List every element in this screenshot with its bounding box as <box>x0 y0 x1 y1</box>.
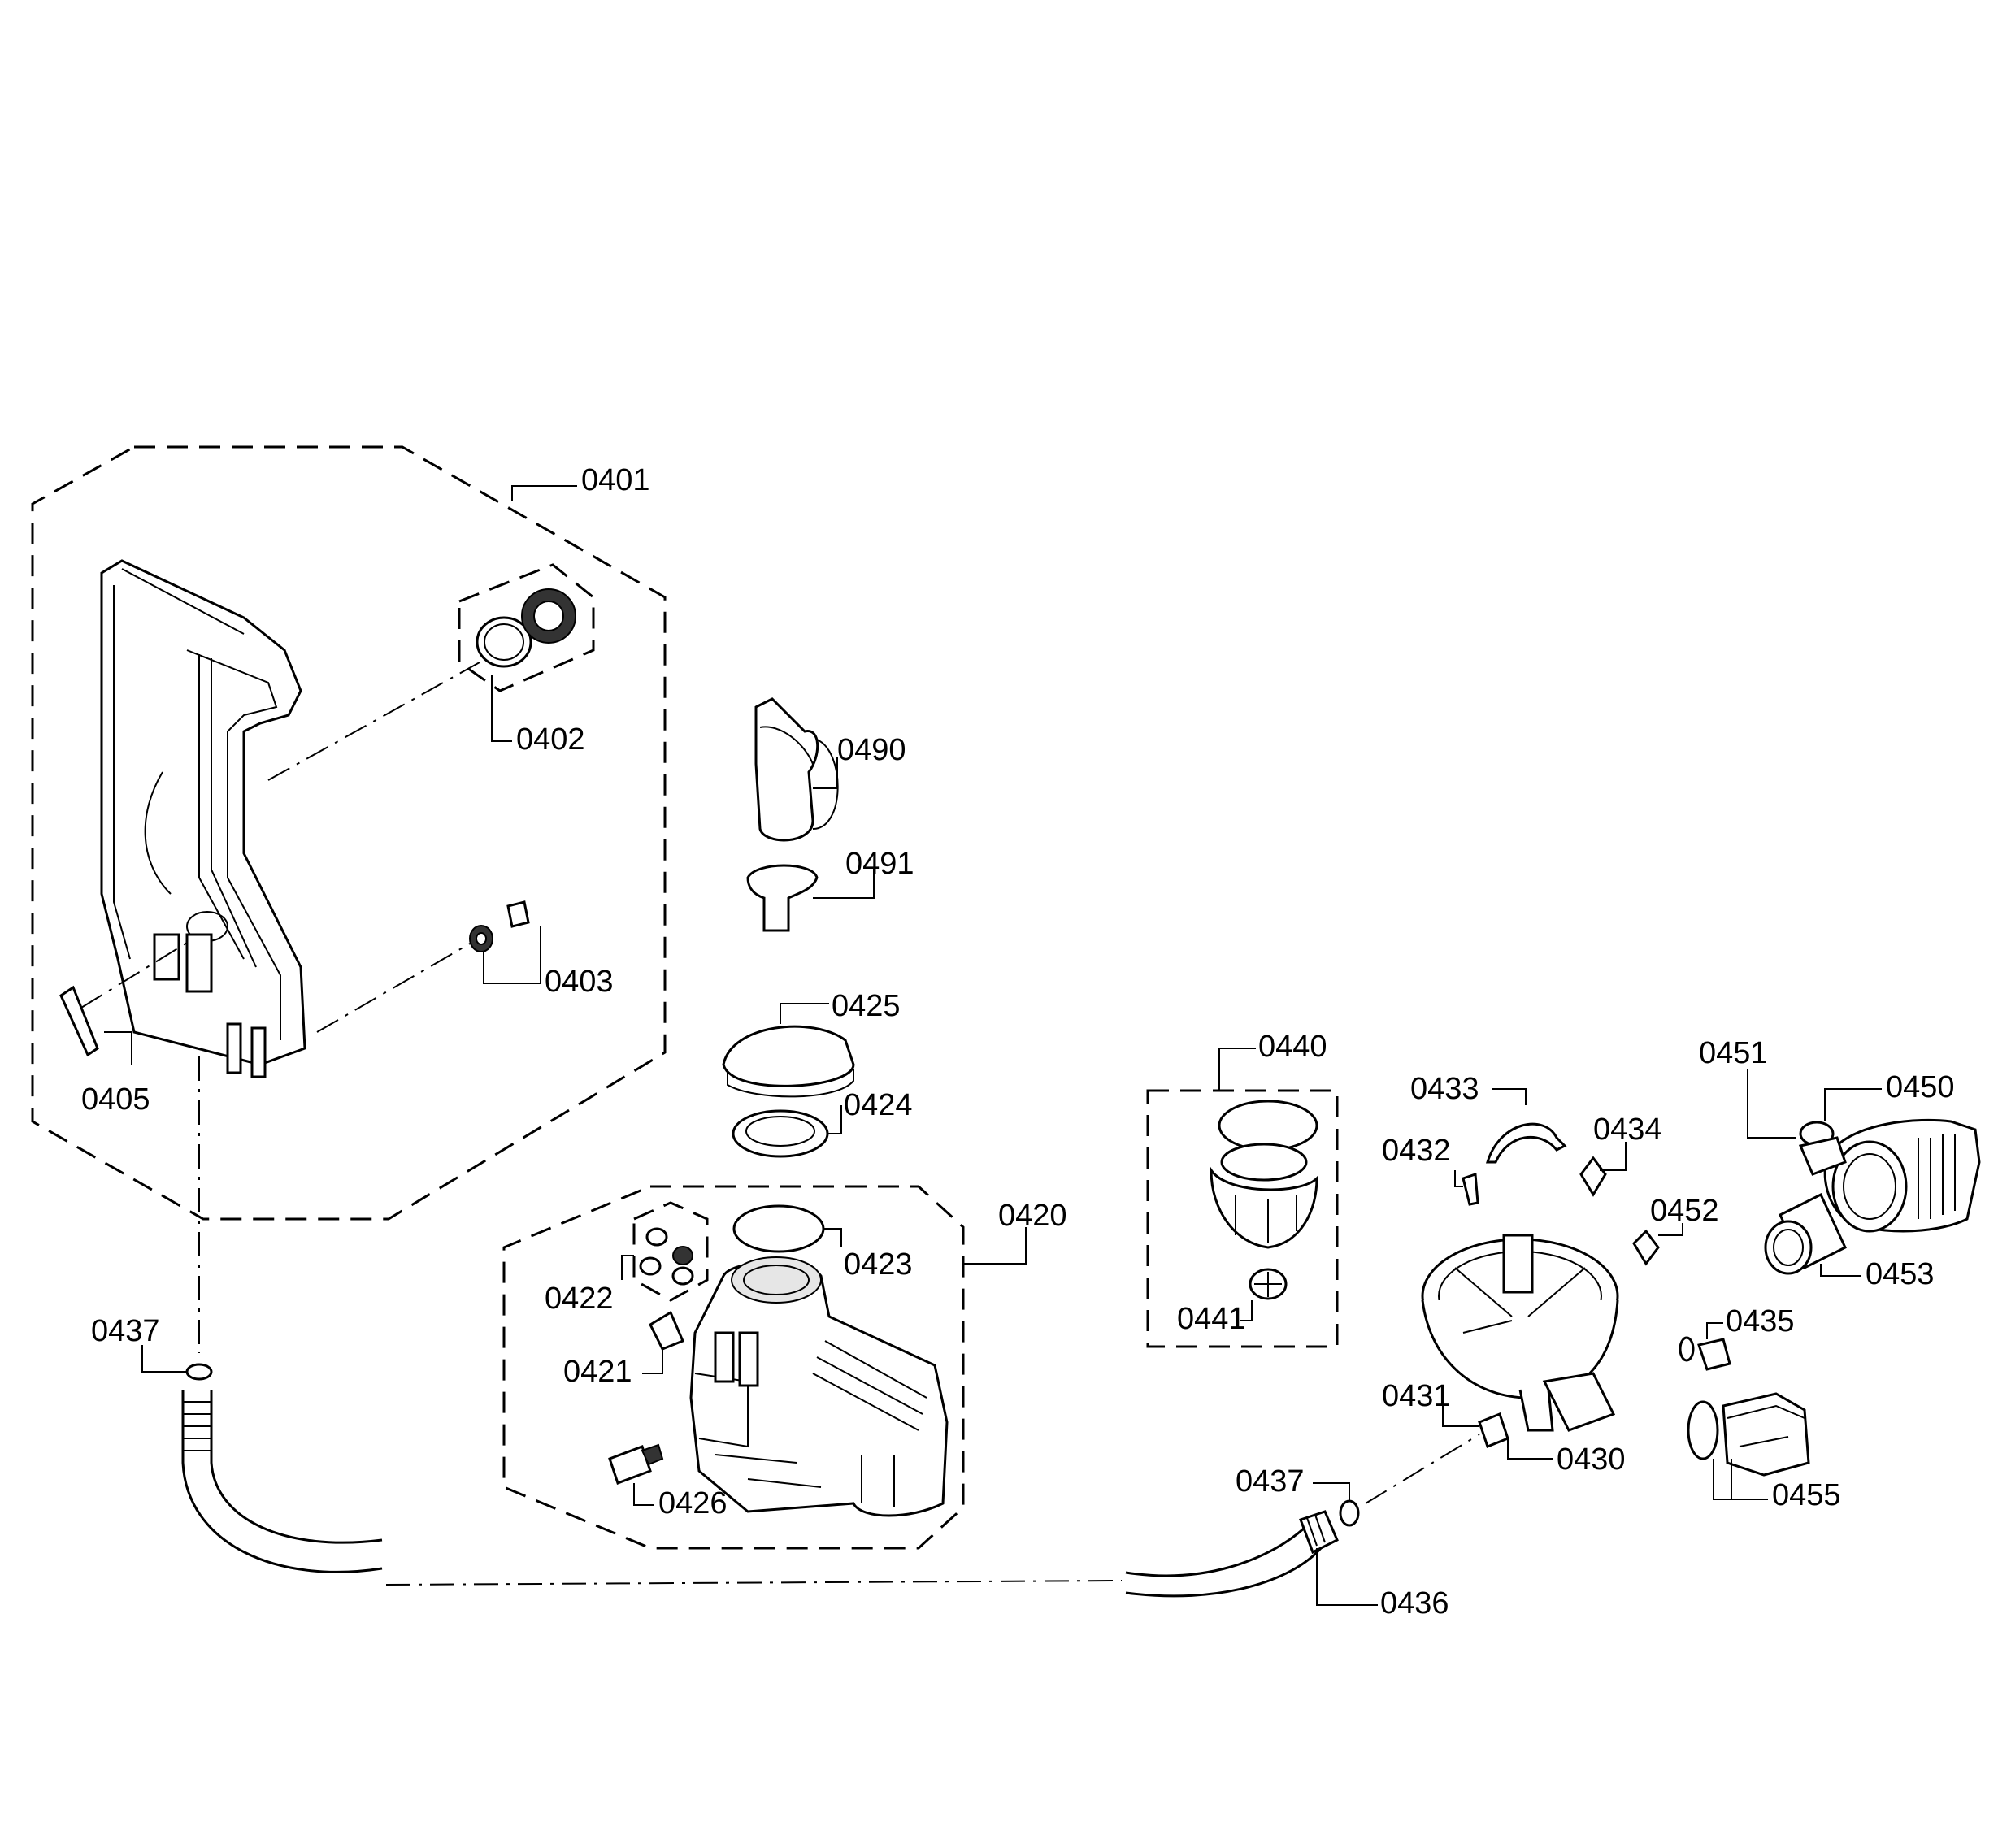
drain-pump-0455 <box>1722 1392 1810 1477</box>
funnel-0490 <box>754 697 819 842</box>
leader-dashdot-0402 <box>267 662 480 781</box>
inlet-0453 <box>1764 1192 1847 1275</box>
label-0452: 0452 <box>1650 1194 1719 1228</box>
oring-0437-left <box>185 1363 213 1381</box>
hose-right <box>1125 1510 1339 1598</box>
fitting-0431 <box>1478 1412 1509 1448</box>
label-0401: 0401 <box>581 463 650 497</box>
label-0420: 0420 <box>998 1199 1067 1233</box>
clip-0433 <box>1485 1122 1567 1164</box>
sensor-0426 <box>608 1445 652 1485</box>
leader-dashdot-0403 <box>316 942 472 1033</box>
group-0401-outline <box>31 445 667 1221</box>
housing-0440 <box>1210 1166 1318 1249</box>
label-0433: 0433 <box>1410 1072 1479 1106</box>
label-0437-left: 0437 <box>91 1314 160 1348</box>
screw-0432 <box>1462 1172 1479 1206</box>
label-0437-right: 0437 <box>1236 1464 1305 1499</box>
label-0491: 0491 <box>845 847 914 881</box>
label-0431: 0431 <box>1382 1379 1451 1413</box>
label-0453: 0453 <box>1866 1257 1935 1291</box>
valve-0435 <box>1697 1338 1731 1371</box>
label-0423: 0423 <box>844 1247 913 1282</box>
hose-left <box>181 1390 383 1573</box>
oring-0437-right <box>1339 1499 1360 1527</box>
label-0435: 0435 <box>1726 1304 1795 1338</box>
seal-0435 <box>1679 1336 1695 1362</box>
clip-0434 <box>1579 1156 1607 1197</box>
label-0425: 0425 <box>832 989 901 1023</box>
leader-dashdot-bottom <box>385 1580 1123 1586</box>
label-0440: 0440 <box>1258 1030 1327 1064</box>
label-0436: 0436 <box>1380 1586 1449 1620</box>
label-0424: 0424 <box>844 1088 913 1122</box>
leader-dashdot-0405 <box>80 942 188 1009</box>
label-0434: 0434 <box>1593 1113 1662 1147</box>
label-0450: 0450 <box>1886 1070 1955 1104</box>
label-0441: 0441 <box>1177 1302 1246 1336</box>
clip-0421 <box>649 1310 684 1351</box>
cover-0425 <box>722 1025 855 1087</box>
label-0490: 0490 <box>837 733 906 767</box>
leader-dashdot-0431 <box>1365 1434 1480 1504</box>
group-0402-outline <box>458 563 595 692</box>
heater-assembly <box>689 1256 949 1517</box>
label-0405: 0405 <box>81 1082 150 1117</box>
label-0455: 0455 <box>1772 1478 1841 1512</box>
cap-0491 <box>746 864 819 932</box>
clip-0405 <box>59 985 99 1057</box>
clip-0452 <box>1632 1229 1660 1266</box>
pump-housing-0430 <box>1421 1234 1619 1432</box>
group-0440-outline <box>1146 1089 1339 1348</box>
valve-0403-b <box>506 900 530 928</box>
label-0426: 0426 <box>658 1486 728 1520</box>
label-0432: 0432 <box>1382 1134 1451 1168</box>
label-0430: 0430 <box>1557 1442 1626 1477</box>
label-0402: 0402 <box>516 722 585 757</box>
group-0420-outline <box>502 1185 965 1550</box>
label-0451: 0451 <box>1699 1036 1768 1070</box>
label-0422: 0422 <box>545 1282 614 1316</box>
ring-part <box>476 616 532 668</box>
oring-0440 <box>1218 1100 1318 1152</box>
label-0403: 0403 <box>545 965 614 999</box>
oring-0455 <box>1687 1400 1719 1460</box>
label-0421: 0421 <box>563 1355 632 1389</box>
frame-part <box>100 559 306 1078</box>
group-0422-outline <box>632 1201 709 1302</box>
gasket-0423 <box>732 1204 825 1253</box>
pump-motor-0450 <box>1798 1118 1981 1233</box>
